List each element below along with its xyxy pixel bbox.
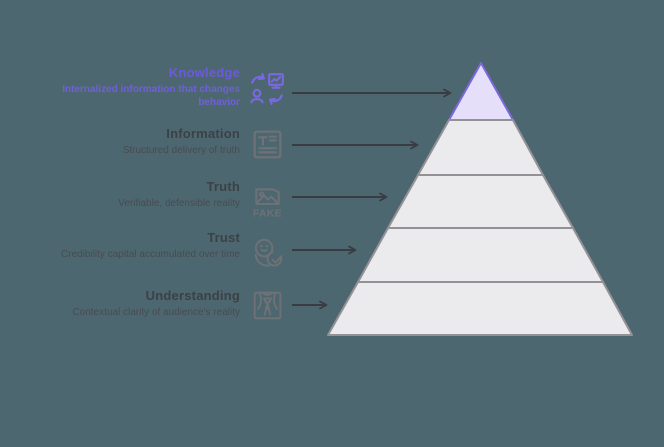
pyramid-level-trust (357, 227, 604, 283)
pyramid-level-information (417, 119, 544, 176)
level-title: Knowledge (168, 65, 240, 80)
label-trust: Trust Credibility capital accumulated ov… (40, 231, 240, 261)
fake-badge-text: FAKE (253, 209, 282, 219)
learning-transfer-icon (248, 70, 286, 108)
level-description: Credibility capital accumulated over tim… (61, 249, 240, 260)
stage-audience-icon (251, 289, 284, 322)
level-title: Understanding (145, 288, 240, 303)
level-description: Internalized information that changes be… (62, 84, 240, 108)
label-knowledge: Knowledge Internalized information that … (40, 66, 240, 109)
pyramid-level-understanding (327, 281, 633, 336)
label-information: Information Structured delivery of truth (40, 127, 240, 157)
level-title: Truth (206, 179, 240, 194)
fake-image-icon: FAKE (250, 184, 285, 219)
pyramid-level-truth (387, 174, 574, 229)
credibility-check-icon (251, 236, 286, 271)
pyramid-level-knowledge (448, 62, 514, 121)
level-description: Structured delivery of truth (122, 145, 240, 156)
level-title: Information (166, 126, 240, 141)
level-description: Contextual clarity of audience's reality (72, 307, 240, 318)
level-title: Trust (207, 230, 240, 245)
label-truth: Truth Verifiable, defensible reality (40, 180, 240, 210)
level-description: Verifiable, defensible reality (118, 198, 240, 209)
text-document-icon (251, 128, 284, 161)
label-understanding: Understanding Contextual clarity of audi… (40, 289, 240, 319)
